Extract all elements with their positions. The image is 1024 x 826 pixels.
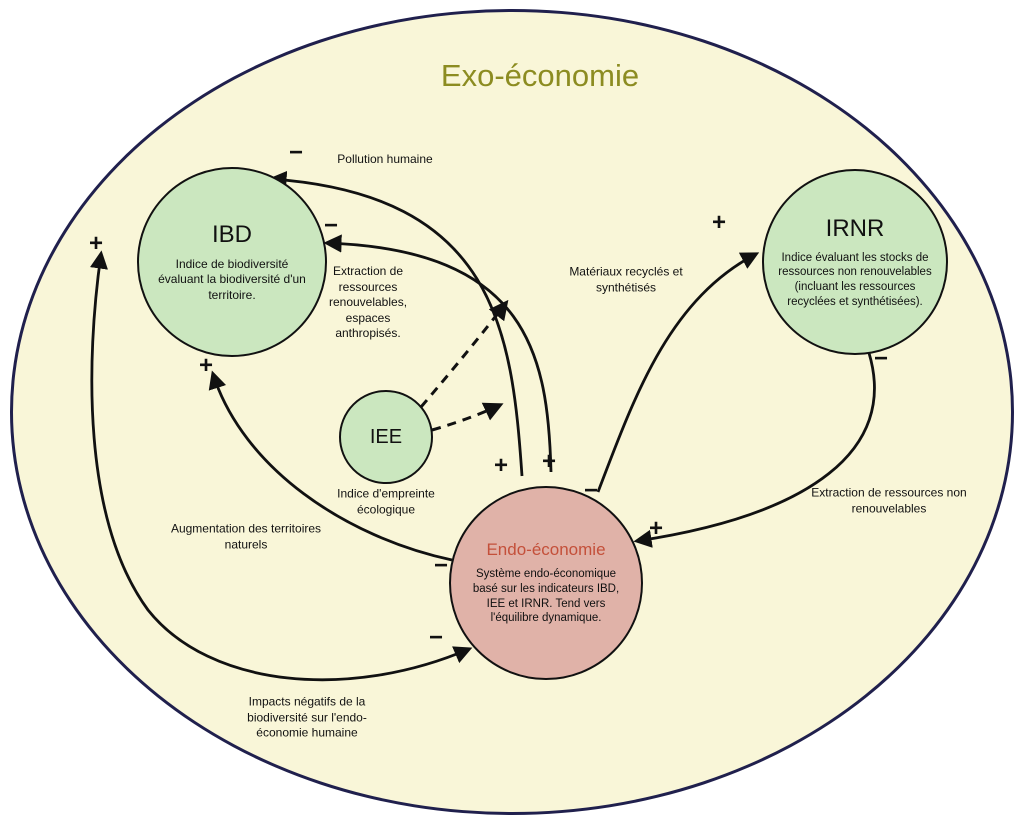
polarity-sign-extraction-irnr: − — [873, 345, 889, 372]
diagram-title: Exo-économie — [440, 58, 640, 93]
polarity-sign-recycled-irnr: + — [711, 209, 727, 236]
iee-dashed-arrow-upper — [419, 299, 509, 408]
edge-recycled-materials-arrow — [596, 252, 760, 493]
label-recycled-materials: Matériaux recyclés et synthétisés — [569, 264, 683, 294]
node-irnr: IRNR Indice évaluant les stocks de resso… — [762, 169, 948, 355]
polarity-sign-impacts-endo: − — [428, 624, 444, 651]
node-iee-title: IEE — [369, 425, 403, 448]
label-biodiversity-impacts: Impacts négatifs de la biodiversité sur … — [247, 694, 367, 740]
polarity-sign-territories-ibd: + — [198, 352, 214, 379]
node-irnr-title: IRNR — [825, 214, 885, 242]
polarity-sign-territories-endo: − — [433, 552, 449, 579]
polarity-sign-renewables-ibd: − — [323, 212, 339, 239]
node-iee-caption: Indice d'empreinte écologique — [337, 486, 435, 516]
polarity-sign-renewables-endo: + — [541, 448, 557, 475]
polarity-sign-extraction-endo: + — [648, 515, 664, 542]
polarity-sign-recycled-endo: − — [583, 477, 599, 504]
edge-pollution-arrow — [268, 170, 524, 477]
node-endo-title: Endo-économie — [486, 540, 606, 560]
node-endo-description: Système endo-économique basé sur les ind… — [472, 568, 620, 625]
iee-dashed-arrow-lower — [431, 402, 504, 432]
node-endo-economy: Endo-économie Système endo-économique ba… — [449, 486, 643, 680]
polarity-sign-pollution-endo: + — [493, 452, 509, 479]
node-irnr-description: Indice évaluant les stocks de ressources… — [778, 251, 932, 308]
polarity-sign-pollution-ibd: − — [288, 139, 304, 166]
edge-biodiversity-impacts-arrow — [89, 250, 473, 682]
label-renewable-extraction: Extraction de ressources renouvelables, … — [328, 264, 408, 341]
node-ibd: IBD Indice de biodiversité évaluant la b… — [137, 167, 327, 357]
label-nonrenewable-extraction: Extraction de ressources non renouvelabl… — [811, 485, 967, 515]
polarity-sign-impacts-ibd: + — [88, 230, 104, 257]
node-iee: IEE — [339, 390, 433, 484]
label-pollution: Pollution humaine — [337, 152, 433, 167]
node-ibd-description: Indice de biodiversité évaluant la biodi… — [158, 256, 306, 302]
edge-nonrenewable-extraction-arrow — [633, 352, 876, 548]
node-ibd-title: IBD — [211, 220, 252, 248]
label-natural-territories: Augmentation des territoires naturels — [170, 521, 322, 551]
